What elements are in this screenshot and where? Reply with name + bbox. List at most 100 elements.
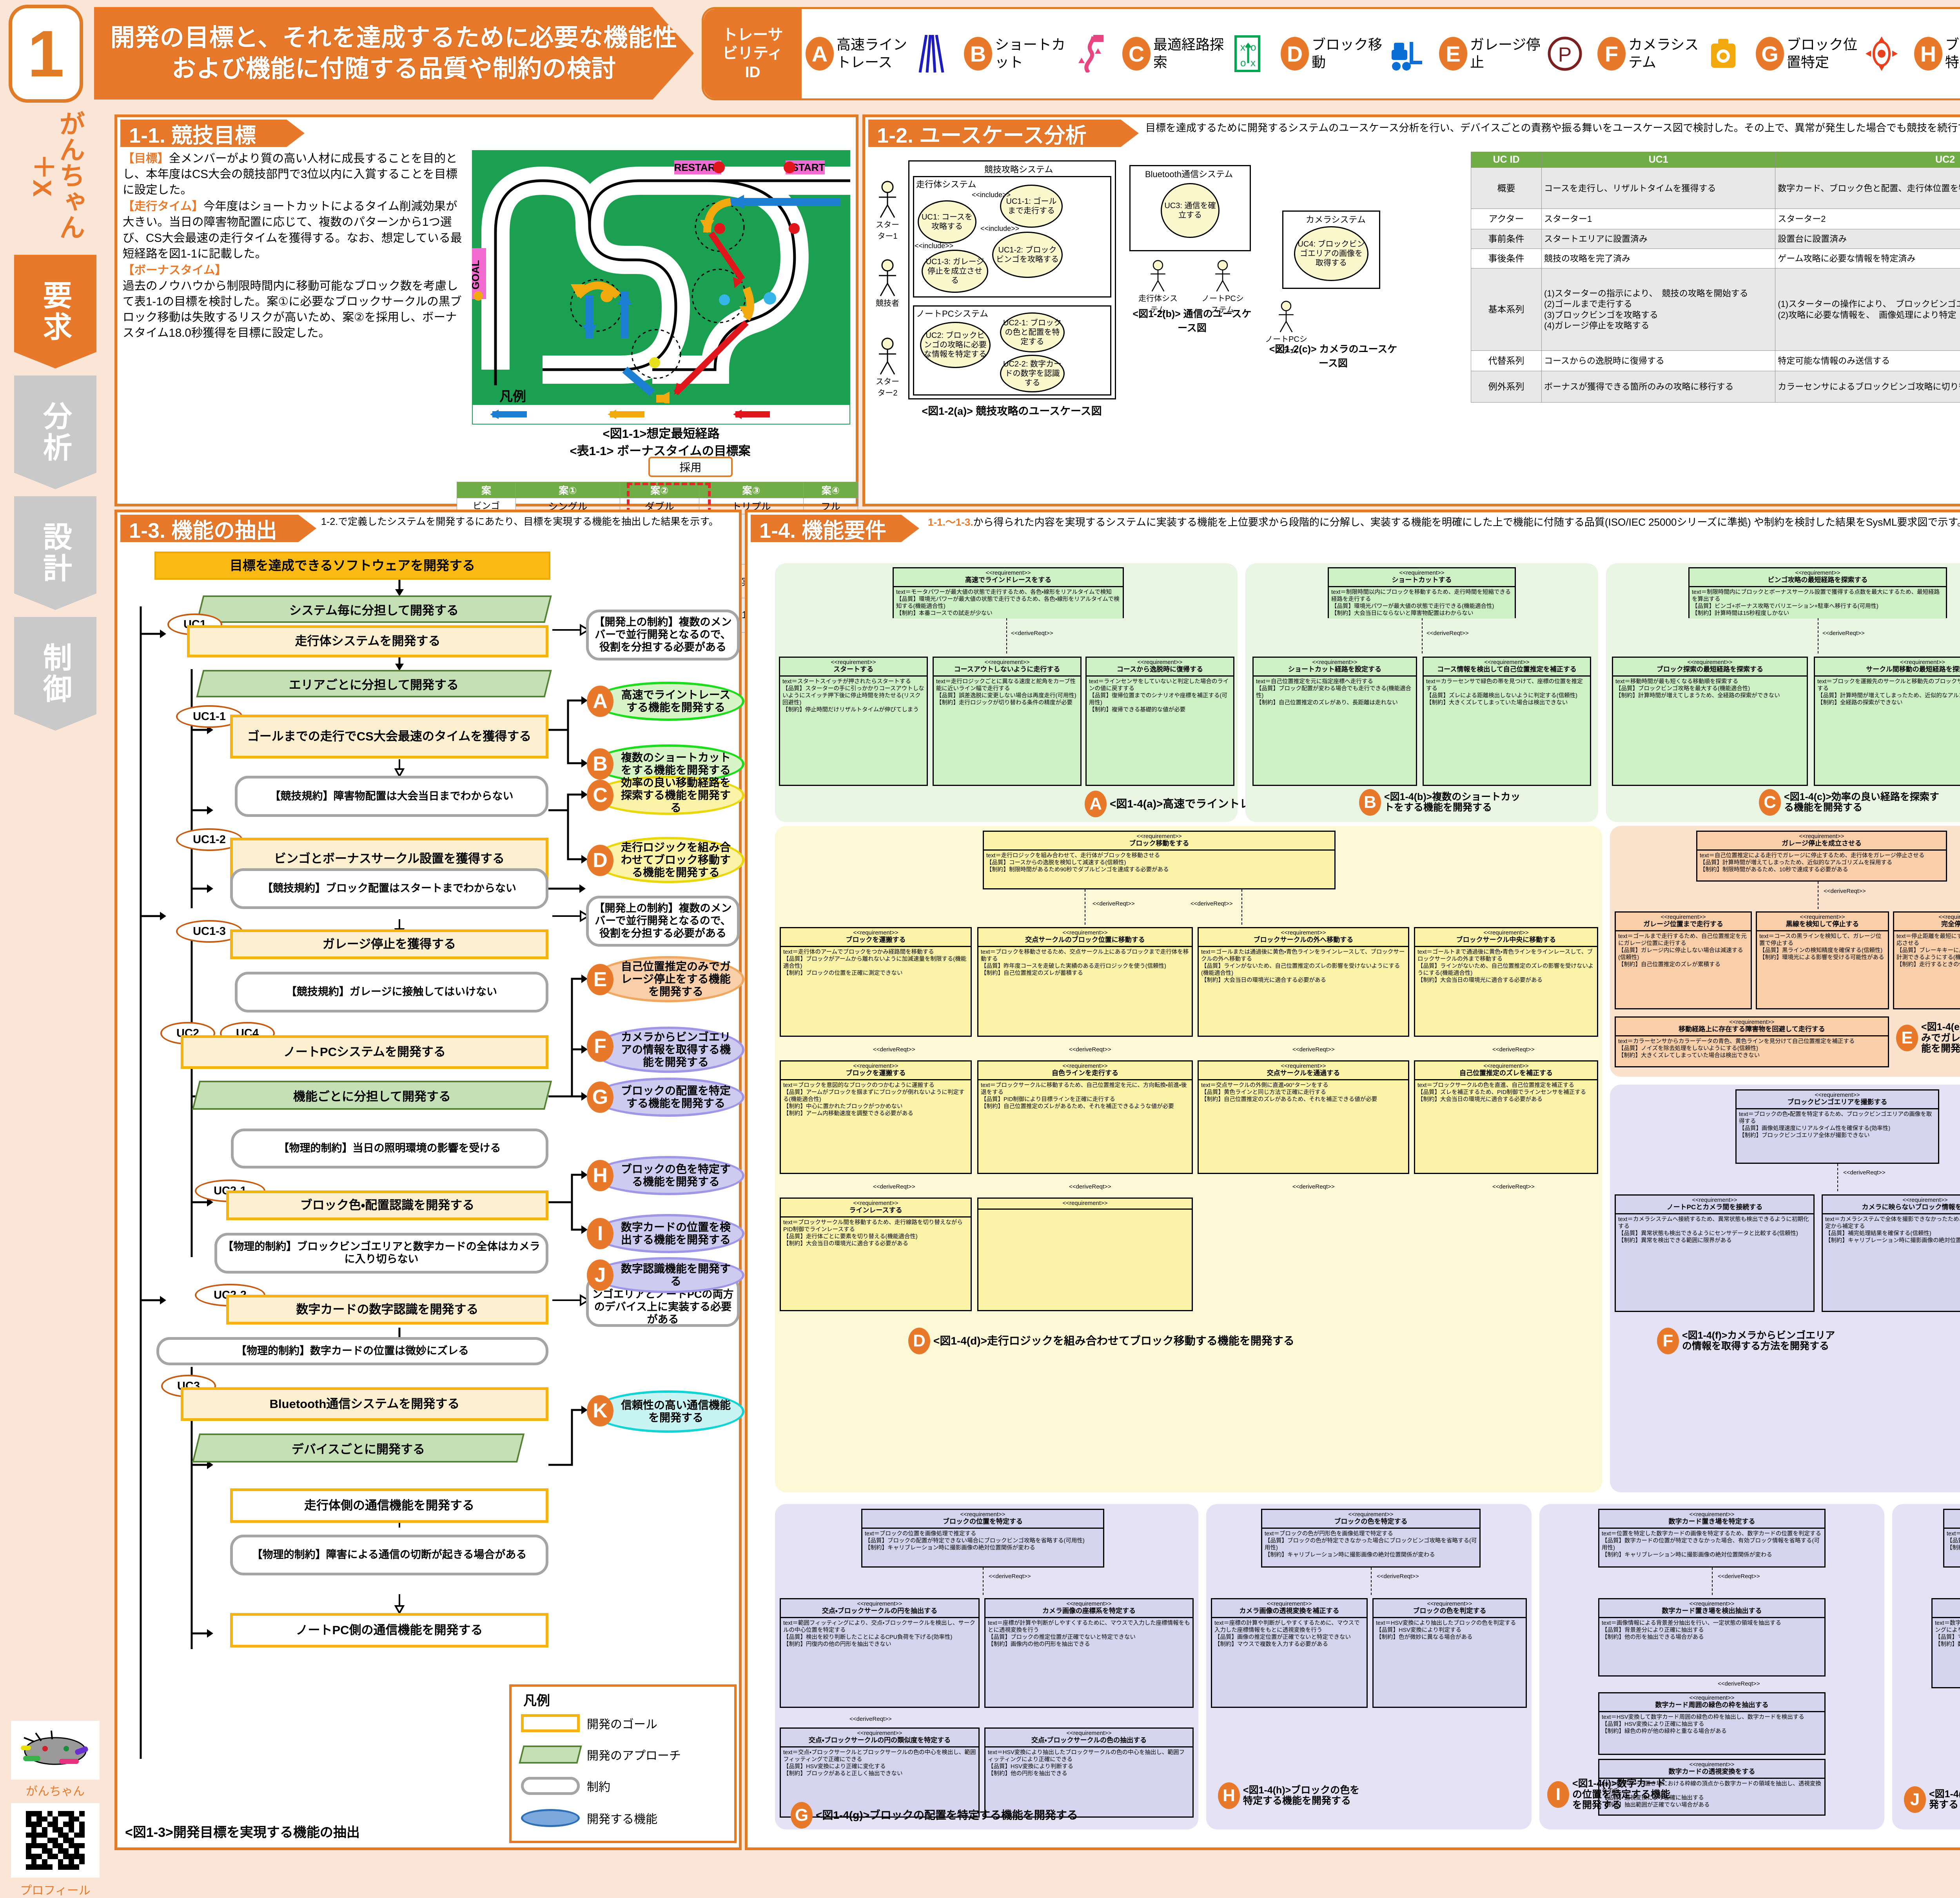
- stereotype: <<requirement>>: [985, 833, 1334, 840]
- req-name: ブロック移動をする: [985, 840, 1334, 847]
- req-name: テンプレートマッチングによって数字を判定する: [1933, 1607, 1960, 1615]
- trace-item-D: D ブロック移動: [1281, 30, 1439, 77]
- mascot-caption: がんちゃん: [11, 1782, 100, 1799]
- req-body: text＝ブロックサークルに移動するため、自己位置推定を元に、方向転換・前進・後…: [978, 1080, 1192, 1173]
- stereotype: <<requirement>>: [782, 1600, 978, 1607]
- rail-chip-requirement: 要求: [14, 255, 96, 368]
- t12-r6-label: 例外系列: [1471, 371, 1542, 403]
- derive-line: [1712, 1568, 1713, 1595]
- actor-label: スターター1: [874, 218, 901, 241]
- requirement-F-1: <<requirement>>ノートPCとカメラ間を接続する text＝カメラシ…: [1615, 1194, 1815, 1312]
- group-badge-J: J: [1904, 1786, 1926, 1813]
- req-body: text＝走行ロジックを組み合わせて、走行体がブロックを移動させる 【品質】コー…: [984, 851, 1334, 888]
- req-name: ビンゴ攻略の最短経路を探索する: [1690, 576, 1945, 584]
- goal-box-uc1: 走行体システムを開発する: [187, 625, 548, 657]
- req-body: text＝ゴールまで走行するため、自己位置推定を元にガレージ位置に走行する 【品…: [1616, 931, 1751, 1008]
- constraint-box-5: 【物理的制約】数字カードの位置は微妙にズレる: [156, 1337, 548, 1365]
- group-caption-text-H: <図1-4(h)>ブロックの色を特定する機能を開発する: [1243, 1785, 1368, 1807]
- t12-r5-c1: 特定可能な情報のみ送信する: [1775, 351, 1960, 371]
- profile-qr-caption: プロフィール: [11, 1881, 100, 1898]
- stereotype: <<requirement>>: [1617, 914, 1750, 920]
- group-caption-text-C: <図1-4(c)>効率の良い経路を探索する機能を開発する: [1784, 792, 1949, 813]
- page-title-line1: 開発の目標と、それを達成するために必要な機能性: [111, 22, 678, 53]
- group-badge-I: I: [1547, 1781, 1569, 1808]
- req-name: ショートカットする: [1330, 576, 1514, 584]
- requirement-D-2: <<requirement>>交点サークルのブロック位置に移動する text＝ブ…: [977, 927, 1193, 1037]
- include-label: <<include>>: [915, 242, 953, 250]
- req-body: text＝位置を特定した数字カードの画像を特定するため、数字カードの位置を判定す…: [1599, 1529, 1824, 1566]
- goal-box-vehicle-comm: 走行体側の通信機能を開発する: [230, 1488, 548, 1523]
- req-name: ブロックの位置を特定する: [863, 1518, 1102, 1526]
- req-name: 数字カード置き場を特定する: [1600, 1518, 1824, 1526]
- req-name: ショートカット経路を設定する: [1254, 666, 1415, 673]
- legend-label-goal: 開発のゴール: [587, 1715, 657, 1732]
- req-name: ラインレースする: [782, 1207, 970, 1214]
- req-name: 数字カードの透視変換をする: [1600, 1768, 1824, 1776]
- stereotype: <<requirement>>: [1254, 659, 1415, 666]
- function-badge-J: J: [587, 1259, 613, 1291]
- rail-chip-design: 設計: [14, 496, 96, 610]
- req-body: text＝数字カードの数字を認識するため、数字カードの画像から数字を特定する 【…: [1944, 1529, 1960, 1566]
- stereotype: <<requirement>>: [1945, 1511, 1960, 1518]
- req-body: text＝カメラシステムで全体を撮影できなかったため、映らないブロックを推定から…: [1823, 1214, 1960, 1311]
- derive-label: <<deriveReqt>>: [873, 1183, 915, 1190]
- legend-row-approach: 開発のアプローチ: [521, 1746, 681, 1764]
- parking-icon: P: [1544, 30, 1586, 77]
- req-body: text＝座標の計算や判断がしやすくするために、マウスで入力した座標情報をもとに…: [1212, 1618, 1367, 1707]
- requirement-D-4: <<requirement>>ブロックサークル中央に移動する text＝ゴールト…: [1414, 927, 1598, 1037]
- stereotype: <<requirement>>: [1200, 1063, 1407, 1069]
- t12-r3-label: 事後条件: [1471, 249, 1542, 269]
- page-title-line2: および機能に付随する品質や制約の検討: [172, 53, 616, 84]
- t12-r0-c1: 数字カード、ブロック色と配置、走行体位置を特定する: [1775, 168, 1960, 209]
- header-band: 1 開発の目標と、それを達成するために必要な機能性 および機能に付随する品質や制…: [0, 0, 1960, 106]
- group-badge-D: D: [908, 1328, 930, 1354]
- req-body: text＝カメラシステムへ接続するため、異常状態も検出できるように初期化する 【…: [1616, 1214, 1813, 1311]
- t12-h2: UC2: [1775, 152, 1960, 168]
- goal-box-pc-comm: ノートPC側の通信機能を開発する: [230, 1613, 548, 1648]
- group-caption-H: H <図1-4(h)>ブロックの色を特定する機能を開発する: [1218, 1782, 1368, 1809]
- derive-label: <<deriveReqt>>: [1822, 630, 1865, 637]
- function-ellipse-J: 数字認識機能を開発する: [592, 1257, 744, 1293]
- legend-swatch-goal: [521, 1714, 580, 1732]
- group-caption-B: B <図1-4(b)>複数のショートカットをする機能を開発する: [1359, 789, 1525, 816]
- req-name: 交点サークルを通過する: [1200, 1069, 1407, 1077]
- stereotype: <<requirement>>: [1617, 1019, 1887, 1025]
- t11-h4: 案④: [803, 482, 858, 498]
- derive-label: <<deriveReqt>>: [1492, 1046, 1535, 1053]
- trace-item-label: ガレージ停止: [1470, 36, 1544, 71]
- stereotype: <<requirement>>: [782, 1730, 978, 1737]
- group-caption-J: J <図1-4(j)>数字認識機能を開発する: [1904, 1786, 1960, 1813]
- actor-label: 競技者: [874, 297, 901, 308]
- mascot-image: [11, 1721, 100, 1780]
- trace-item-E: E ガレージ停止 P: [1439, 30, 1597, 77]
- req-body: text＝移動時間が最も短くなる移動順を探索する 【品質】ブロックビンゴ攻略を最…: [1613, 677, 1807, 785]
- left-rail: がんちゃん＋X 要求 分析 設計 制御 がんちゃん プロフィ: [0, 106, 112, 1852]
- group-badge-A: A: [1085, 791, 1107, 817]
- requirement-J-1: <<requirement>>テンプレートマッチングによって数字を判定する te…: [1931, 1598, 1960, 1688]
- t12-r2-c0: スタートエリアに設置済み: [1542, 229, 1775, 249]
- stereotype: <<requirement>>: [986, 1600, 1192, 1607]
- requirement-B-2: <<requirement>>コース情報を検出して自己位置推定を補正する tex…: [1423, 657, 1591, 786]
- derive-label: <<deriveReqt>>: [1377, 1573, 1419, 1580]
- req-name: 交点・ブロックサークルの円を抽出する: [782, 1607, 978, 1615]
- req-name: 交点・ブロックサークルの色の抽出する: [986, 1737, 1192, 1744]
- trace-id-badge: G: [1756, 37, 1784, 71]
- req-body: text＝座標が計算や判断がしやすくするために、マウスで入力した座標情報をもとに…: [985, 1618, 1192, 1707]
- group-caption-text-E: <図1-4(e)>自己位置推定のみでガレージ停止をする機能を開発する: [1921, 1022, 1960, 1054]
- stereotype: <<requirement>>: [863, 1511, 1102, 1518]
- group-caption-text-G: <図1-4(g)>ブロックの配置を特定する機能を開発する: [816, 1809, 1078, 1822]
- req-name: コースから逸脱時に復帰する: [1087, 666, 1232, 673]
- include-label: <<include>>: [980, 225, 1019, 233]
- requirement-D-9: <<requirement>>ラインレースする text＝ブロックサークル間を移…: [780, 1198, 972, 1311]
- stereotype: <<requirement>>: [1200, 929, 1407, 936]
- actor-competitor: 競技者: [874, 259, 901, 308]
- trace-item-F: F カメラシステム: [1597, 30, 1756, 77]
- requirement-A-1: <<requirement>>スタートする text＝スタートスイッチが押された…: [779, 657, 928, 786]
- req-name: ブロックを運搬する: [782, 1069, 970, 1077]
- stereotype: <<requirement>>: [935, 659, 1080, 666]
- req-name: サークル間移動の最短経路を探索する: [1816, 666, 1960, 673]
- actor-starter2: スターター2: [874, 338, 901, 398]
- goal-text: 全メンバーがより質の高い人材に成長することを目的とし、本年度はCS大会の競技部門…: [123, 152, 457, 196]
- requirement-H-1: <<requirement>>カメラ画像の透視変換を補正する text＝座標の計…: [1211, 1598, 1368, 1708]
- stereotype: <<requirement>>: [986, 1730, 1192, 1737]
